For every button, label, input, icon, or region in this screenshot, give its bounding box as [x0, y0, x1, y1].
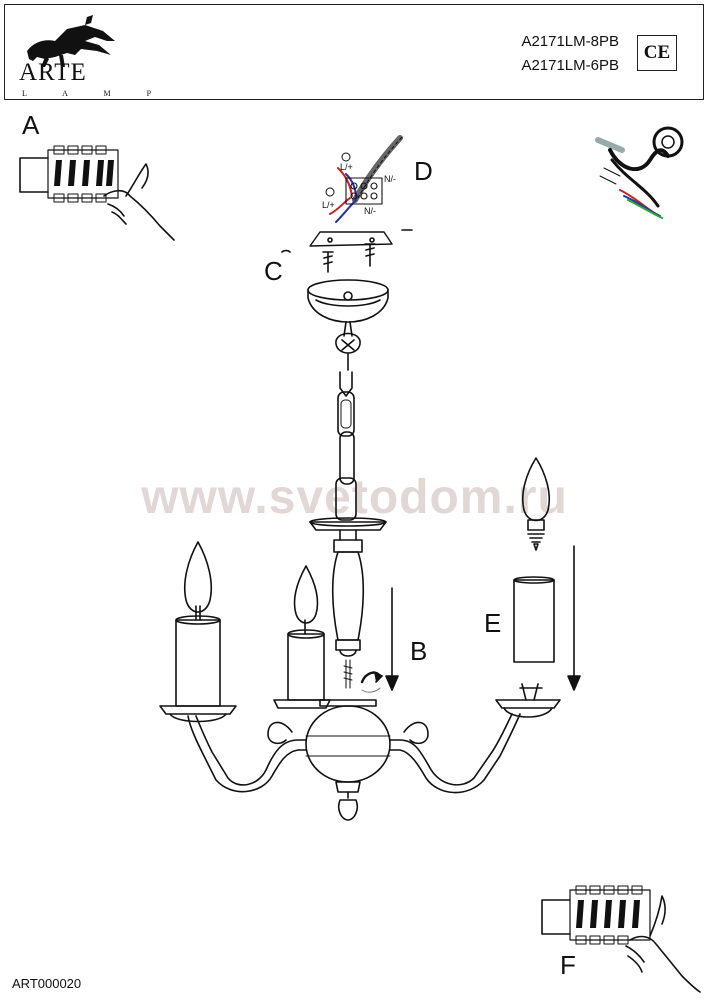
- suspension-chain: [335, 371, 357, 521]
- brand-name: ARTE: [19, 59, 87, 86]
- model-number-1: A2171LM-8PB: [521, 33, 619, 50]
- wire-label-n-minus-upper: N/-: [384, 174, 396, 184]
- chandelier-body: [159, 517, 561, 821]
- step-label-f: F: [560, 950, 576, 980]
- step-label-e: E: [484, 608, 502, 638]
- wire-label-l-plus-upper: L/+: [340, 162, 353, 172]
- step-label-c: C: [264, 256, 283, 286]
- wire-label-n-minus-lower: N/-: [364, 206, 376, 216]
- brand-subtitle: L A M P: [22, 89, 169, 98]
- wiring-detail-d-illustration: [281, 135, 413, 273]
- step-label-b: B: [410, 636, 428, 666]
- arrow-b-icon: [385, 587, 399, 691]
- wire-label-l-plus-lower: L/+: [322, 200, 335, 210]
- step-label-a: A: [22, 110, 40, 140]
- griffin-logo-icon: [27, 15, 115, 67]
- ce-mark: CE: [637, 35, 677, 71]
- document-code: ART000020: [12, 976, 82, 991]
- rotate-arrow-icon: [360, 671, 383, 693]
- arrow-e-icon: [567, 545, 581, 691]
- terminal-block-f-illustration: [541, 885, 701, 993]
- cable-wrapping-illustration: [595, 126, 684, 219]
- terminal-block-a-illustration: [19, 145, 175, 241]
- bulb-and-sleeve-e-illustration: [513, 457, 555, 663]
- header-frame: ARTE L A M P A2171LM-8PB A2171LM-6PB CE: [4, 4, 704, 100]
- model-number-2: A2171LM-6PB: [521, 57, 619, 74]
- ceiling-canopy-c-illustration: [307, 279, 389, 371]
- step-label-d: D: [414, 156, 433, 186]
